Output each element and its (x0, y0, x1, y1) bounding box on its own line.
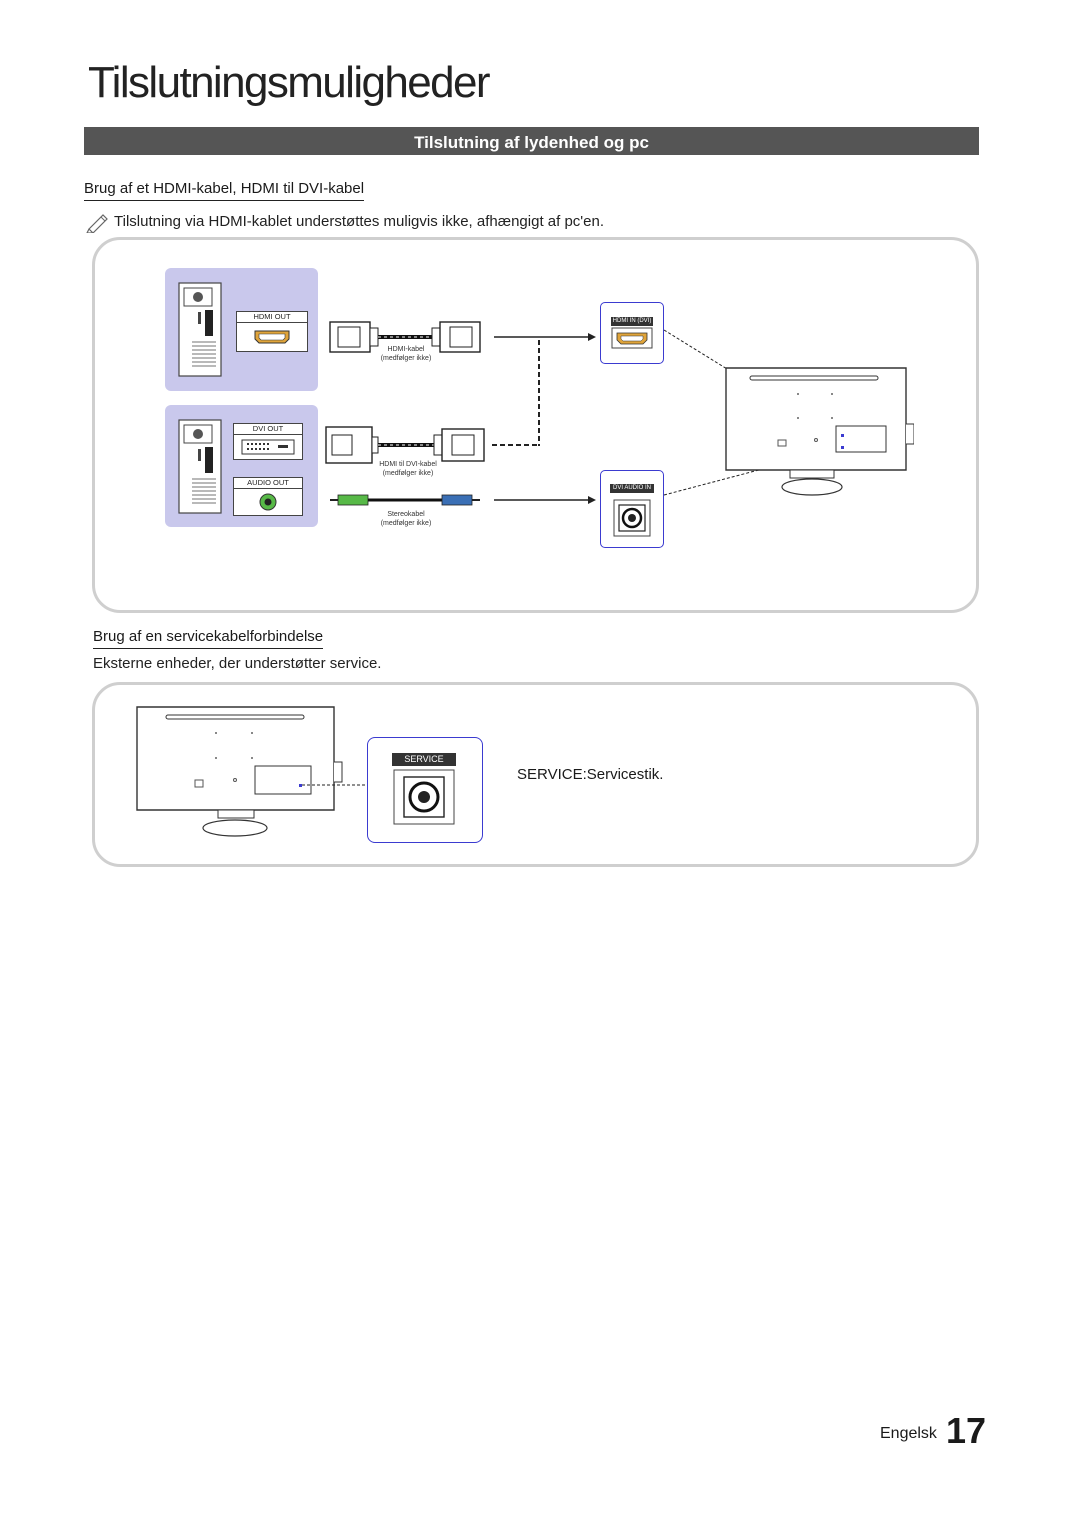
service-port-description: SERVICE:Servicestik. (517, 766, 663, 783)
dvi-route-connector (538, 340, 540, 446)
pc-tower-icon (178, 282, 222, 377)
page-number: 17 (946, 1410, 987, 1451)
service-value: :Servicestik. (582, 766, 664, 783)
service-key: SERVICE (517, 766, 583, 783)
page-title: Tilslutningsmuligheder (88, 58, 491, 107)
tv-hdmi-in-port-box: HDMI IN (DVI) (600, 302, 664, 364)
hdmi-section-heading: Brug af et HDMI-kabel, HDMI til DVI-kabe… (84, 180, 365, 201)
pc-hdmi-source-box: HDMI OUT (165, 268, 318, 391)
audio-out-port (233, 488, 303, 516)
hdmi-cable (329, 321, 596, 353)
dvi-audio-in-label: DVI AUDIO IN (610, 484, 654, 493)
pc-dvi-source-box: DVI OUT AUDIO OUT (165, 405, 318, 527)
tv-dvi-audio-in-port-box: DVI AUDIO IN (600, 470, 664, 548)
hdmi-compatibility-note: Tilslutning via HDMI-kablet understøttes… (114, 213, 605, 230)
hdmi-out-port (236, 322, 308, 352)
tv-rear-illustration (663, 329, 914, 496)
pencil-note-icon (86, 211, 110, 238)
tv-rear-service-illustration (136, 706, 366, 837)
hdmi-to-dvi-cable (325, 426, 538, 464)
stereo-cable (330, 494, 596, 506)
hdmi-cable-label: HDMI-kabel (medfølger ikke) (380, 346, 432, 362)
hdmi-to-dvi-cable-label: HDMI til DVI-kabel (medfølger ikke) (379, 461, 437, 477)
dvi-out-port (233, 434, 303, 460)
service-section-heading: Brug af en servicekabelforbindelse (93, 628, 324, 649)
stereo-cable-label: Stereokabel (medfølger ikke) (380, 511, 432, 527)
service-jack-icon (393, 769, 455, 825)
service-description: Eksterne enheder, der understøtter servi… (93, 655, 382, 672)
hdmi-in-label: HDMI IN (DVI) (611, 317, 653, 326)
pc-tower-icon (178, 419, 222, 514)
service-port-box: SERVICE (367, 737, 483, 843)
service-port-label: SERVICE (392, 753, 456, 766)
section-header-bar: Tilslutning af lydenhed og pc (84, 127, 979, 155)
footer-language: Engelsk (880, 1425, 937, 1442)
